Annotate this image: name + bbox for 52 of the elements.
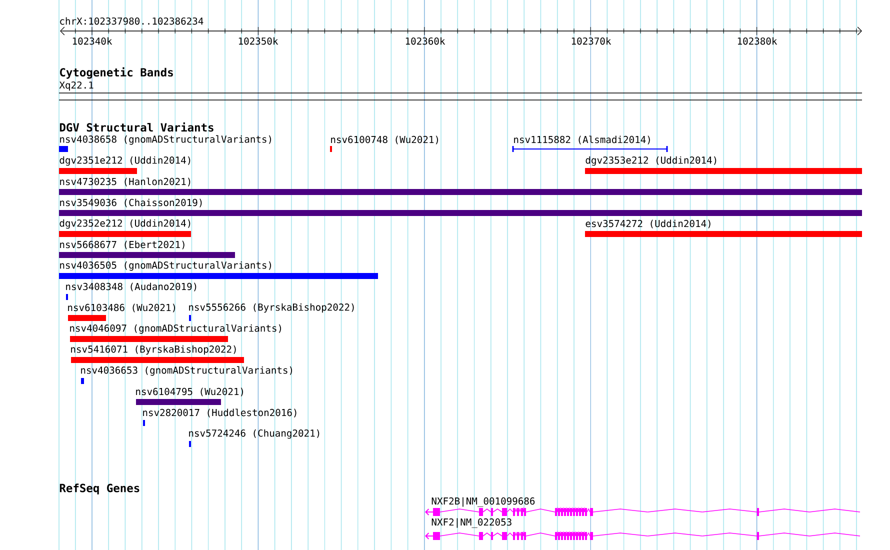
variant-bar: esv3574272 (Uddin2014) bbox=[585, 220, 862, 237]
variant-bar: nsv5668677 (Ebert2021) bbox=[59, 240, 235, 258]
node-label: dgv2353e212 (Uddin2014) bbox=[586, 156, 716, 166]
node-label: nsv5724246 (Chuang2021) bbox=[189, 429, 320, 439]
tick-label: 102370k bbox=[572, 37, 612, 45]
node-label: nsv6103486 (Wu2021) bbox=[68, 304, 176, 312]
node-label: nsv4036505 (gnomADStructuralVariants) bbox=[60, 261, 272, 271]
node-label: NXF2B|NM_001099686 bbox=[432, 497, 535, 507]
tick-label: 102380k bbox=[738, 37, 778, 45]
node-label: dgv2351e212 (Uddin2014) bbox=[60, 156, 190, 166]
coordinate-label: chrX:102337980..102386234 bbox=[60, 17, 204, 25]
gene-model: NXF2|NM_022053 bbox=[425, 518, 860, 540]
variant-bar: dgv2351e212 (Uddin2014) bbox=[59, 156, 190, 174]
variant-bar: nsv4730235 (Hanlon2021) bbox=[59, 178, 862, 195]
node-label: nsv4038658 (gnomADStructuralVariants) bbox=[60, 135, 272, 145]
track-title: RefSeq Genes bbox=[60, 484, 140, 494]
chromosome-band: Xq22.1 bbox=[58, 81, 862, 100]
node-label: nsv3549036 (Chaisson2019) bbox=[60, 198, 202, 208]
variant-bar: nsv4036505 (gnomADStructuralVariants) bbox=[59, 261, 378, 279]
node-label: nsv2820017 (Huddleston2016) bbox=[143, 408, 296, 418]
variant-bar: nsv5556266 (ByrskaBishop2022) bbox=[189, 303, 354, 321]
variant-bar: nsv3408348 (Audano2019) bbox=[66, 282, 196, 300]
node-label: esv3574272 (Uddin2014) bbox=[586, 220, 710, 228]
node-label: nsv5556266 (ByrskaBishop2022) bbox=[189, 303, 354, 313]
variant-bar: nsv6104795 (Wu2021) bbox=[136, 388, 243, 405]
variant-bar: nsv5724246 (Chuang2021) bbox=[189, 429, 320, 447]
gene-model: NXF2B|NM_001099686 bbox=[425, 497, 860, 516]
variant-bar: nsv6103486 (Wu2021) bbox=[68, 304, 175, 321]
variant-bar: nsv3549036 (Chaisson2019) bbox=[59, 198, 862, 216]
node-label: nsv6100748 (Wu2021) bbox=[331, 136, 438, 144]
node-label: nsv4730235 (Hanlon2021) bbox=[60, 178, 190, 186]
tick-label: 102360k bbox=[406, 37, 446, 45]
variant-bar: nsv5416071 (ByrskaBishop2022) bbox=[71, 345, 244, 363]
tick-label: 102340k bbox=[72, 37, 112, 45]
node-label: dgv2352e212 (Uddin2014) bbox=[60, 219, 190, 229]
variant-bar: nsv4046097 (gnomADStructuralVariants) bbox=[70, 324, 282, 342]
variant-bar: nsv2820017 (Huddleston2016) bbox=[143, 408, 296, 426]
track-title: DGV Structural Variants bbox=[60, 122, 214, 132]
node-label: NXF2|NM_022053 bbox=[432, 518, 512, 528]
node-label: nsv3408348 (Audano2019) bbox=[66, 282, 196, 292]
node-label: nsv5416071 (ByrskaBishop2022) bbox=[71, 345, 236, 355]
variant-bar: nsv1115882 (Alsmadi2014) bbox=[512, 136, 668, 152]
tick-label: 102350k bbox=[238, 37, 278, 45]
node-label: nsv5668677 (Ebert2021) bbox=[60, 240, 184, 250]
variant-bar: dgv2353e212 (Uddin2014) bbox=[585, 156, 862, 174]
variant-bar: nsv4038658 (gnomADStructuralVariants) bbox=[59, 135, 272, 152]
node-label: nsv4046097 (gnomADStructuralVariants) bbox=[70, 324, 282, 334]
variant-bar: nsv6100748 (Wu2021) bbox=[330, 136, 438, 152]
node-label: nsv6104795 (Wu2021) bbox=[136, 388, 244, 396]
variant-bar: dgv2352e212 (Uddin2014) bbox=[59, 219, 191, 237]
node-label: nsv4036653 (gnomADStructuralVariants) bbox=[81, 366, 292, 376]
variant-bar: nsv4036653 (gnomADStructuralVariants) bbox=[81, 366, 292, 384]
